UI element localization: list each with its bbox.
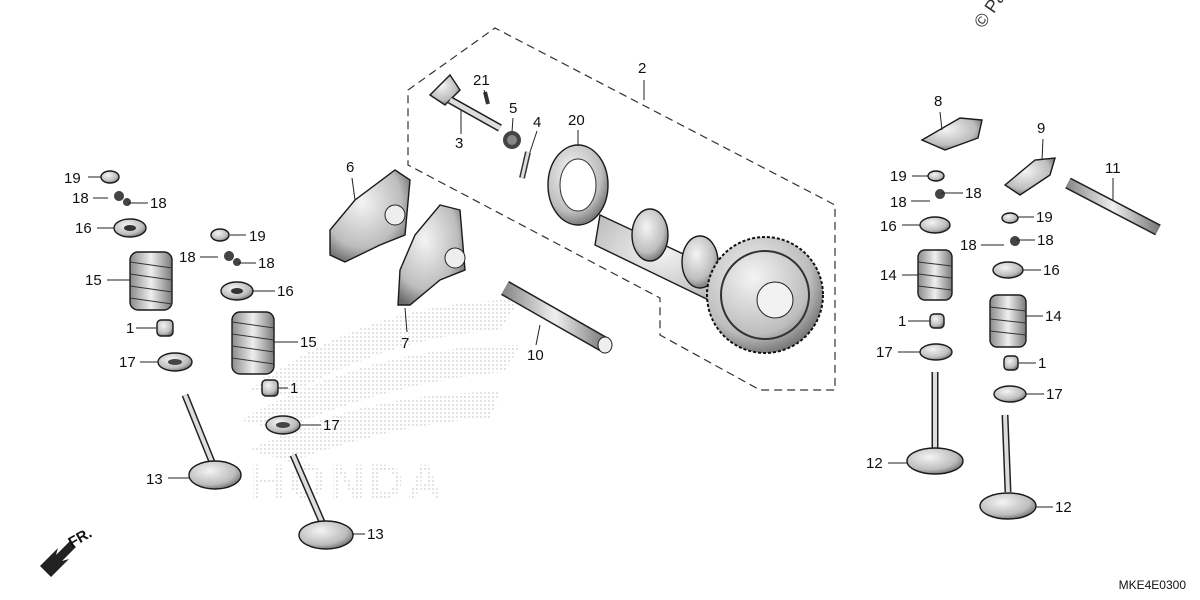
decomp-spring-part [503,131,521,149]
part-label-9: 9 [1037,120,1045,137]
part-label-1: 1 [290,380,298,397]
part-label-16: 16 [880,218,897,235]
valve-cap-part [100,170,120,184]
stem-seal-part [156,319,174,337]
part-label-14: 14 [1045,308,1062,325]
rocker-shaft-part [1065,177,1161,236]
part-label-3: 3 [455,135,463,152]
valve-cotter-part [114,191,131,207]
valve-cotter-part [1010,236,1020,247]
part-label-18: 18 [960,237,977,254]
part-label-12: 12 [1055,499,1072,516]
part-label-12: 12 [866,455,883,472]
decompressor-shaft-part [428,73,502,132]
part-label-18: 18 [965,185,982,202]
spring-retainer-part [124,225,136,231]
part-label-20: 20 [568,112,585,129]
part-label-16: 16 [277,283,294,300]
part-label-1: 1 [1038,355,1046,372]
stem-seal-part [929,313,945,329]
valve-spring-part [989,294,1027,348]
part-label-17: 17 [323,417,340,434]
valve-cap-part [1001,212,1019,224]
exhaust-valve-part [906,372,964,475]
stem-seal-part [1003,355,1019,371]
diagram-code: MKE4E0300 [1118,578,1186,592]
valve-cotter-part [224,251,241,267]
spring-retainer-part [919,216,951,234]
camshaft-part [594,208,824,354]
part-label-4: 4 [533,114,541,131]
part-label-14: 14 [880,267,897,284]
part-label-8: 8 [934,93,942,110]
part-label-7: 7 [401,335,409,352]
part-label-10: 10 [527,347,544,364]
spring-retainer-part [992,261,1024,279]
part-label-13: 13 [146,471,163,488]
part-label-19: 19 [64,170,81,187]
spring-seat-part [993,385,1027,403]
stem-seal-part [261,379,279,397]
part-label-6: 6 [346,159,354,176]
part-label-17: 17 [876,344,893,361]
intake-valve-part [289,453,354,550]
honda-watermark-text: HONDA [250,456,446,509]
part-label-18: 18 [1037,232,1054,249]
part-label-5: 5 [509,100,517,117]
rocker-arm-part [1003,157,1056,196]
valve-cotter-part [935,189,945,200]
camshaft-assembly-boundary [407,27,836,391]
valve-cap-part [927,170,945,182]
part-label-19: 19 [249,228,266,245]
part-label-18: 18 [179,249,196,266]
part-label-19: 19 [890,168,907,185]
part-label-18: 18 [72,190,89,207]
part-label-16: 16 [75,220,92,237]
part-label-15: 15 [300,334,317,351]
part-label-15: 15 [85,272,102,289]
valve-spring-part [917,249,953,301]
part-label-18: 18 [150,195,167,212]
part-label-17: 17 [1046,386,1063,403]
spring-seat-part [919,343,953,361]
spring-seat-part [276,422,290,428]
rocker-arm-part [920,117,983,151]
valve-spring-part [231,311,275,375]
part-label-18: 18 [258,255,275,272]
bearing-part [547,144,609,226]
part-label-16: 16 [1043,262,1060,279]
part-label-2: 2 [638,60,646,77]
rocker-shaft-part [501,281,613,354]
rocker-arm-part [329,169,411,263]
honda-wing-watermark: HONDA [240,300,520,509]
intake-valve-part [181,393,242,490]
part-label-19: 19 [1036,209,1053,226]
part-label-18: 18 [890,194,907,211]
valve-spring-part [129,251,173,311]
part-label-21: 21 [473,72,490,89]
part-label-11: 11 [1105,160,1121,177]
exhaust-valve-part [979,414,1037,520]
part-label-1: 1 [898,313,906,330]
spring-retainer-part [231,288,243,294]
rocker-arm-part [397,204,466,306]
front-direction-arrow-icon: FR. [40,525,95,577]
part-label-17: 17 [119,354,136,371]
valve-cap-part [210,228,230,242]
part-label-1: 1 [126,320,134,337]
callout-labels: 2 21 5 4 3 20 6 7 10 19 18 18 16 15 [64,60,1121,543]
spring-seat-part [168,359,182,365]
part-label-13: 13 [367,526,384,543]
